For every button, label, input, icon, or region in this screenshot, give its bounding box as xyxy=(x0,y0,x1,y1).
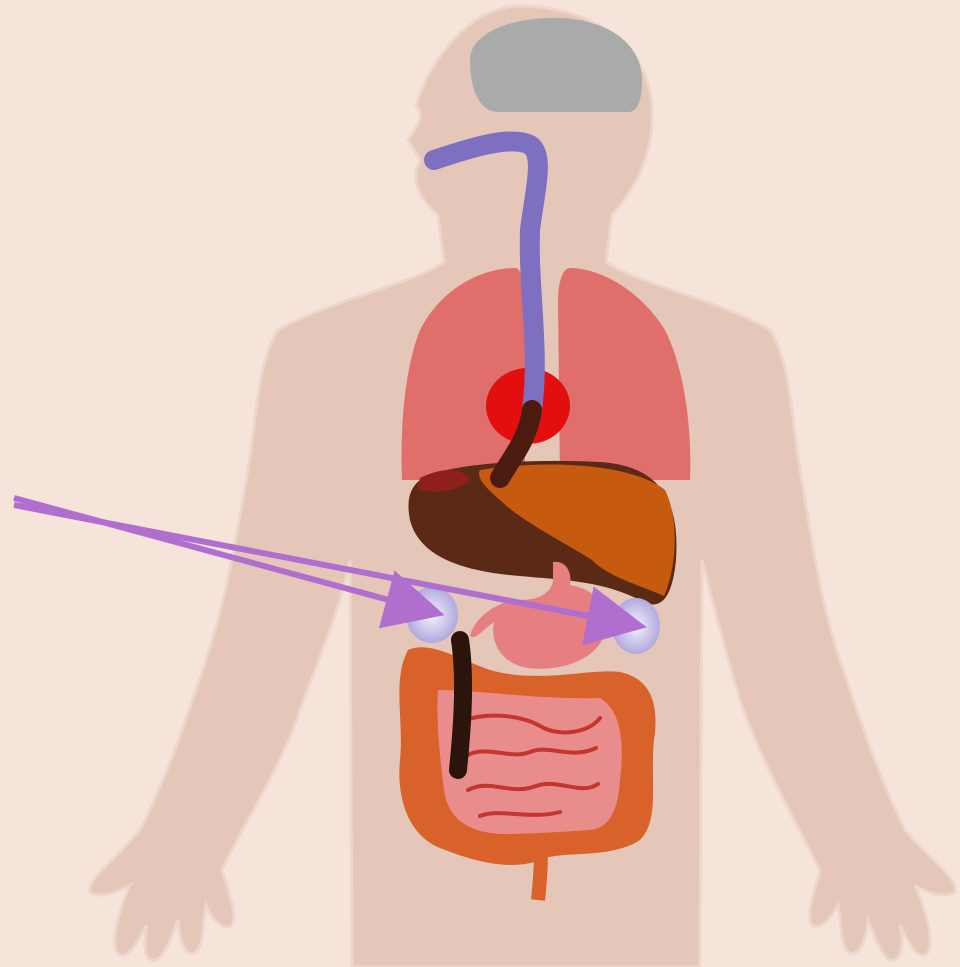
kidney-icon xyxy=(406,587,458,643)
kidney-icon xyxy=(612,598,660,654)
intestines-icon xyxy=(458,640,463,770)
intestines-icon xyxy=(538,840,541,900)
